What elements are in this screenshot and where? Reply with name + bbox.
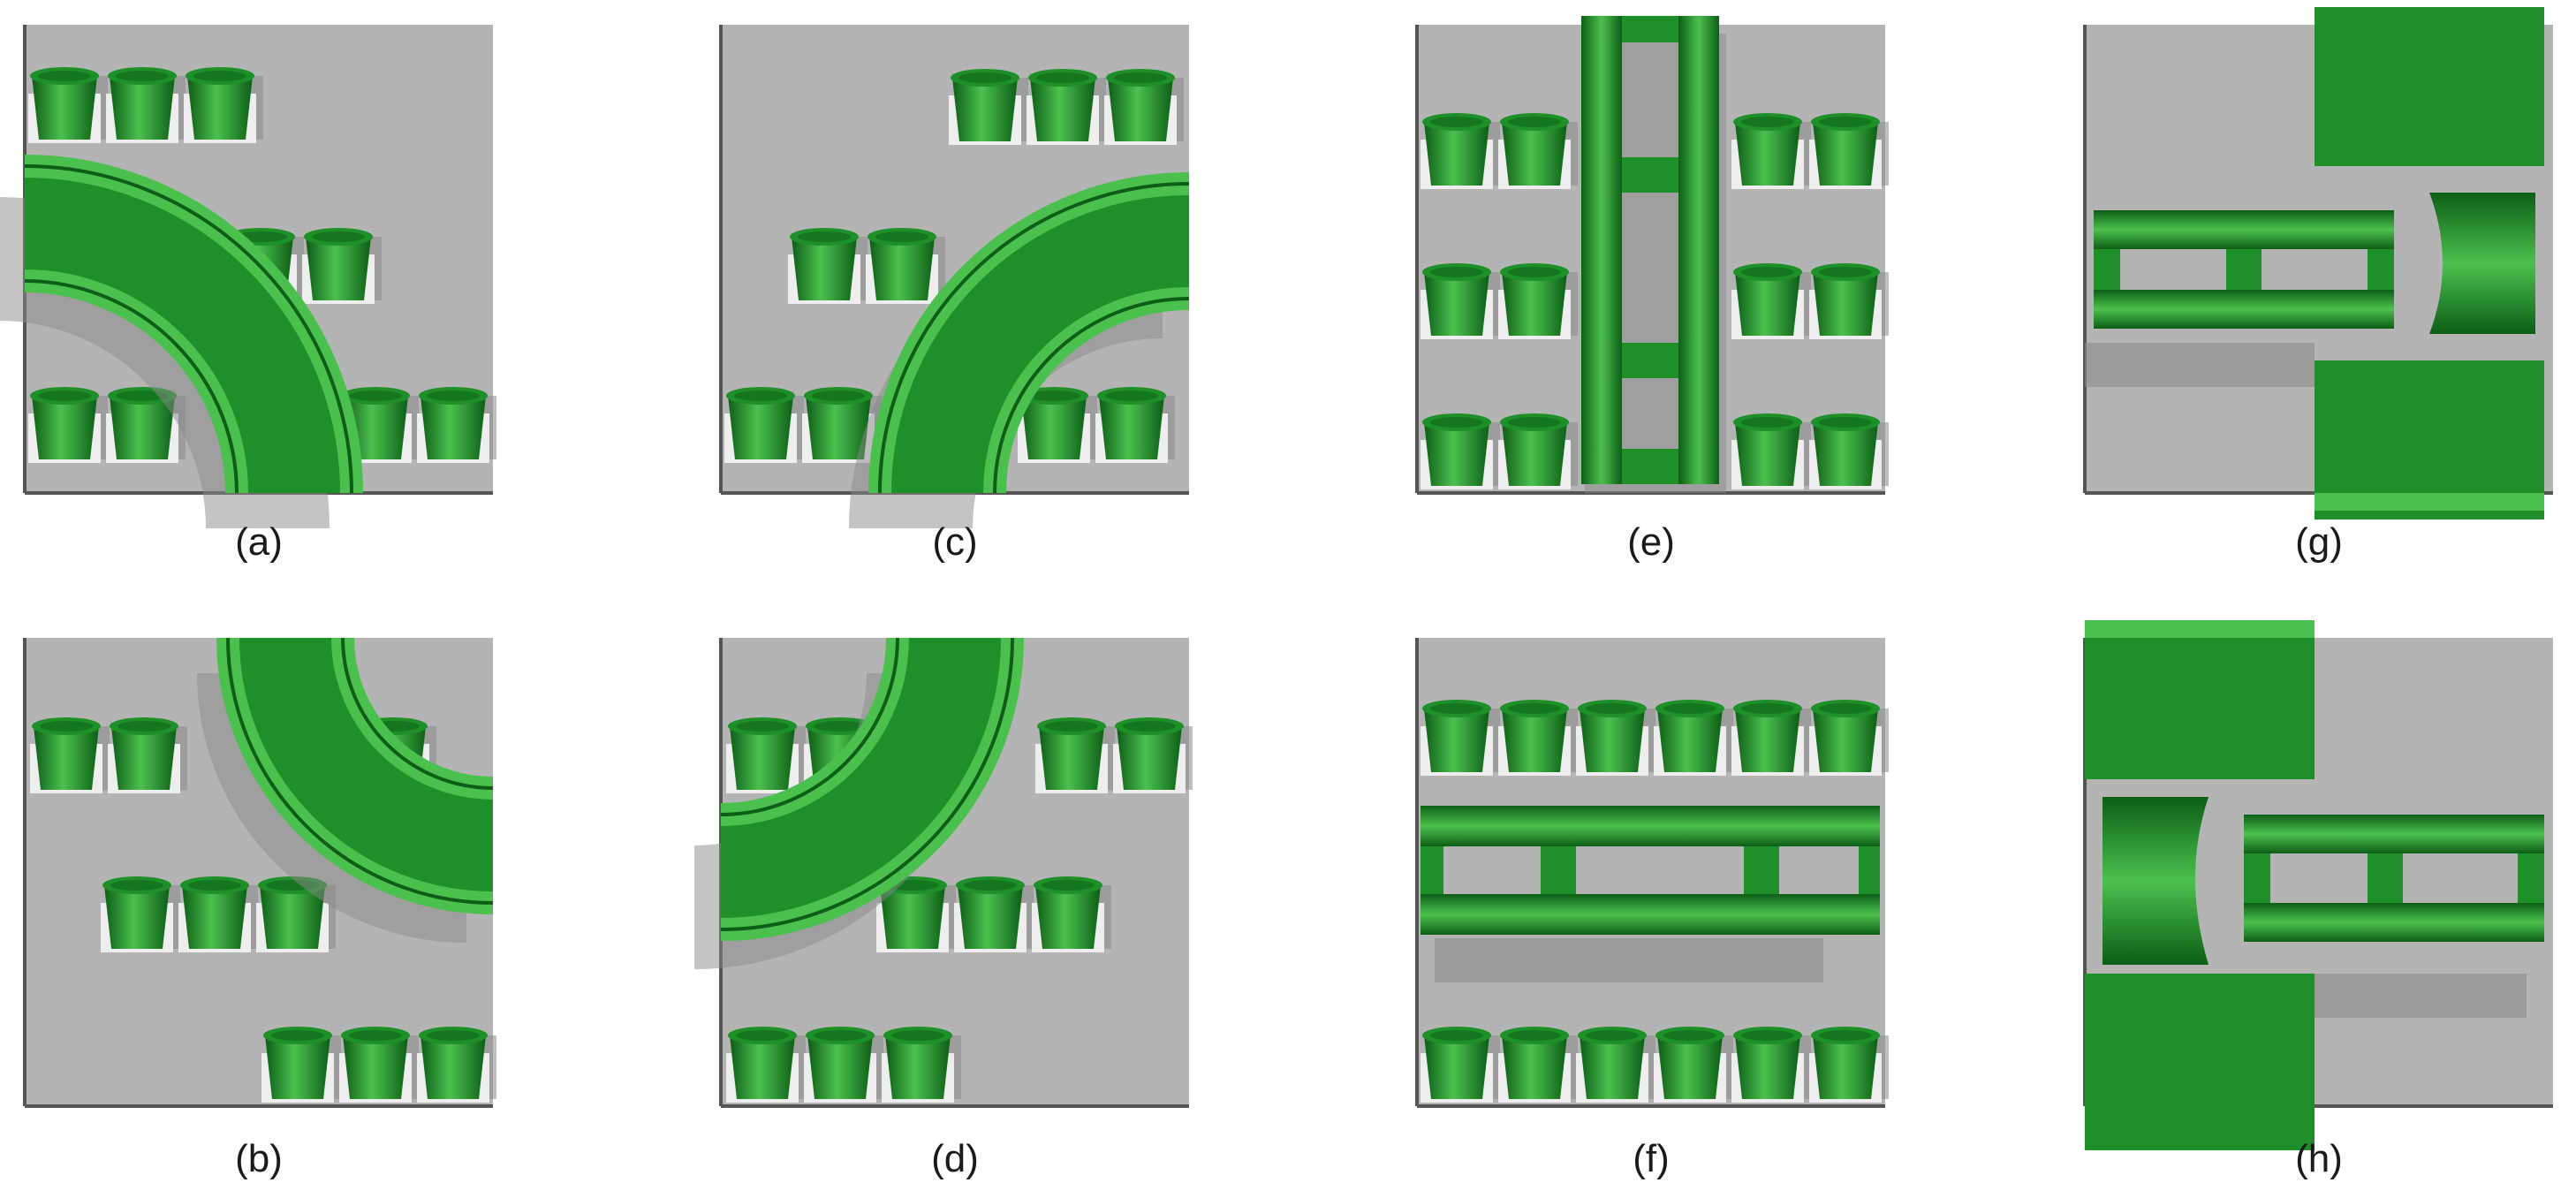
blocks-and-ramp: [2085, 620, 2544, 1150]
pot: [1027, 69, 1106, 145]
pot: [28, 387, 108, 463]
funnel-ramp: [2429, 193, 2535, 334]
horizontal-ramp: [1421, 806, 1880, 982]
pot: [1498, 413, 1578, 489]
pot: [178, 876, 258, 952]
pot: [1498, 113, 1578, 189]
panel-d: [693, 636, 1193, 1108]
pot: [1731, 700, 1811, 776]
pot: [106, 67, 186, 143]
panel-caption-g: (g): [2295, 520, 2343, 564]
panel-render-h: [2083, 620, 2553, 1150]
pot: [101, 876, 180, 952]
panel-a: [0, 25, 496, 530]
pot: [949, 69, 1028, 145]
pot: [302, 228, 382, 304]
pot: [1095, 387, 1175, 463]
green-block: [2085, 620, 2315, 779]
pot: [1731, 113, 1811, 189]
panel-caption-d: (d): [931, 1137, 979, 1180]
pot: [1809, 1027, 1889, 1103]
pot: [1809, 113, 1889, 189]
funnel-ramp: [2102, 797, 2209, 965]
panel-e: [1415, 16, 1889, 495]
pot: [1654, 1027, 1733, 1103]
pot: [1104, 69, 1184, 145]
vertical-ramp: [1581, 16, 1726, 493]
pot: [1421, 263, 1500, 339]
pot: [1654, 700, 1733, 776]
pot: [417, 387, 496, 463]
pot: [954, 876, 1034, 952]
pot: [1731, 1027, 1811, 1103]
pot: [1035, 717, 1115, 793]
pot: [1576, 1027, 1655, 1103]
pot: [1809, 263, 1889, 339]
panel-caption-h: (h): [2295, 1137, 2343, 1180]
panel-c: [719, 25, 1190, 530]
panel-render-c: [719, 25, 1190, 530]
panel-render-f: [1415, 638, 1889, 1108]
pot: [1498, 700, 1578, 776]
pot: [1809, 700, 1889, 776]
pot: [1809, 413, 1889, 489]
pot: [1421, 700, 1500, 776]
pot: [28, 67, 108, 143]
pot: [1032, 876, 1111, 952]
curved-ramp: [849, 172, 1190, 530]
pot: [106, 387, 186, 463]
panel-f: [1415, 638, 1889, 1108]
pot: [866, 228, 945, 304]
pot: [108, 717, 187, 793]
green-block: [2315, 7, 2544, 166]
curved-ramp: [197, 636, 495, 943]
panel-render-d: [693, 636, 1193, 1108]
pot: [417, 1027, 496, 1103]
green-block: [2085, 974, 2315, 1150]
panel-caption-f: (f): [1633, 1137, 1670, 1180]
pot: [1113, 717, 1193, 793]
panel-caption-a: (a): [235, 520, 283, 564]
pot: [339, 1027, 419, 1103]
curved-ramp: [0, 155, 363, 530]
pot: [804, 1027, 883, 1103]
pot: [1421, 113, 1500, 189]
pot: [1018, 387, 1097, 463]
pot: [1421, 1027, 1500, 1103]
panel-caption-b: (b): [235, 1137, 283, 1180]
pot: [882, 1027, 961, 1103]
pot: [261, 1027, 341, 1103]
pot: [30, 717, 110, 793]
panel-render-a: [0, 25, 496, 530]
panel-h: [2083, 620, 2553, 1150]
panel-caption-c: (c): [932, 520, 978, 564]
pot: [1576, 700, 1655, 776]
pot: [184, 67, 263, 143]
blocks-and-ramp: [2085, 7, 2544, 519]
pot: [1731, 413, 1811, 489]
panel-render-g: [2083, 7, 2553, 519]
pot: [726, 717, 806, 793]
pot: [1731, 263, 1811, 339]
pot: [788, 228, 868, 304]
panel-render-b: [23, 636, 496, 1108]
pot: [1498, 263, 1578, 339]
curved-ramp: [693, 636, 1024, 969]
pot: [724, 387, 804, 463]
pot: [876, 876, 956, 952]
panel-caption-e: (e): [1627, 520, 1675, 564]
panel-b: [23, 636, 496, 1108]
pot: [1498, 1027, 1578, 1103]
pot: [1421, 413, 1500, 489]
panel-g: [2083, 7, 2553, 519]
panel-render-e: [1415, 16, 1889, 495]
pot: [726, 1027, 806, 1103]
